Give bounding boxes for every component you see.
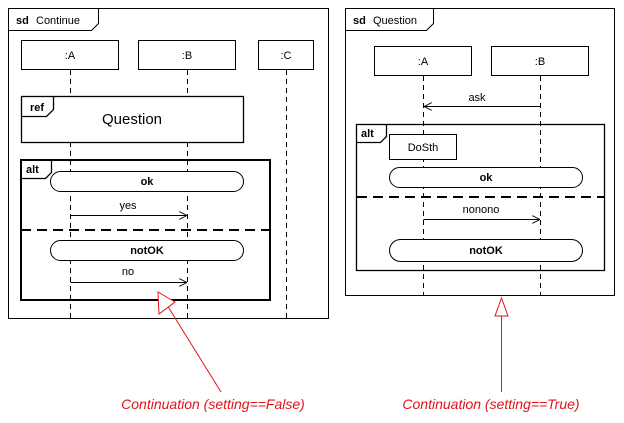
lifeline-c[interactable]: :C [258, 40, 314, 70]
lifeline-c-label: :C [281, 50, 292, 62]
continuation-ok-right-label: ok [480, 172, 494, 184]
continuation-ok-left[interactable]: ok [50, 171, 244, 192]
right-frame-title: Question [373, 15, 417, 27]
right-frame: sd Question :A :B ask alt DoSth [345, 8, 615, 296]
message-no[interactable]: no [70, 266, 188, 283]
continuation-notok-right-label: notOK [469, 245, 503, 257]
message-ask-label: ask [468, 92, 486, 104]
message-yes[interactable]: yes [70, 200, 188, 216]
message-nonono[interactable]: nonono [423, 204, 541, 220]
continuation-ok-right[interactable]: ok [389, 167, 583, 188]
right-frame-kind: sd [353, 15, 366, 27]
action-dosth-label: DoSth [408, 142, 439, 154]
message-nonono-label: nonono [463, 204, 500, 216]
lifeline-b[interactable]: :B [138, 40, 236, 70]
continuation-notok-right[interactable]: notOK [389, 239, 583, 262]
message-yes-label: yes [119, 200, 137, 212]
left-frame-title: Continue [36, 15, 80, 27]
left-frame-tab [8, 8, 99, 31]
alt-fragment-right[interactable]: alt [355, 123, 606, 272]
lifeline-a-label: :A [65, 50, 76, 62]
annotation-left-text: Continuation (setting==False) [121, 396, 305, 412]
lifeline-b-right[interactable]: :B [491, 46, 589, 76]
right-frame-tab [345, 8, 434, 31]
lifeline-a[interactable]: :A [21, 40, 119, 70]
message-no-label: no [122, 266, 134, 278]
continuation-notok-left-label: notOK [130, 245, 164, 257]
annotation-left: Continuation (setting==False) [121, 291, 305, 412]
alt-keyword-left: alt [26, 164, 39, 176]
lifeline-a-right-label: :A [418, 56, 429, 68]
annotation-left-arrowhead [157, 291, 176, 315]
alt-keyword-right: alt [361, 128, 374, 140]
lifeline-a-right[interactable]: :A [374, 46, 472, 76]
annotation-right-arrowhead [494, 296, 509, 317]
alt-fragment-left[interactable]: alt [20, 159, 271, 301]
annotation-right: Continuation (setting==True) [402, 296, 580, 412]
lifeline-b-right-label: :B [535, 56, 545, 68]
continuation-notok-left[interactable]: notOK [50, 240, 244, 261]
left-frame-kind: sd [16, 15, 29, 27]
message-ask[interactable]: ask [424, 92, 540, 107]
continuation-ok-left-label: ok [141, 176, 155, 188]
action-dosth[interactable]: DoSth [389, 134, 457, 160]
left-frame: sd Continue :A :B :C ref Question [8, 8, 329, 319]
annotation-left-leader [166, 304, 222, 393]
annotation-right-text: Continuation (setting==True) [402, 396, 579, 412]
ref-keyword: ref [30, 102, 44, 114]
ref-fragment[interactable]: ref Question [20, 95, 245, 144]
lifeline-b-label: :B [182, 50, 192, 62]
ref-name: Question [102, 111, 162, 128]
